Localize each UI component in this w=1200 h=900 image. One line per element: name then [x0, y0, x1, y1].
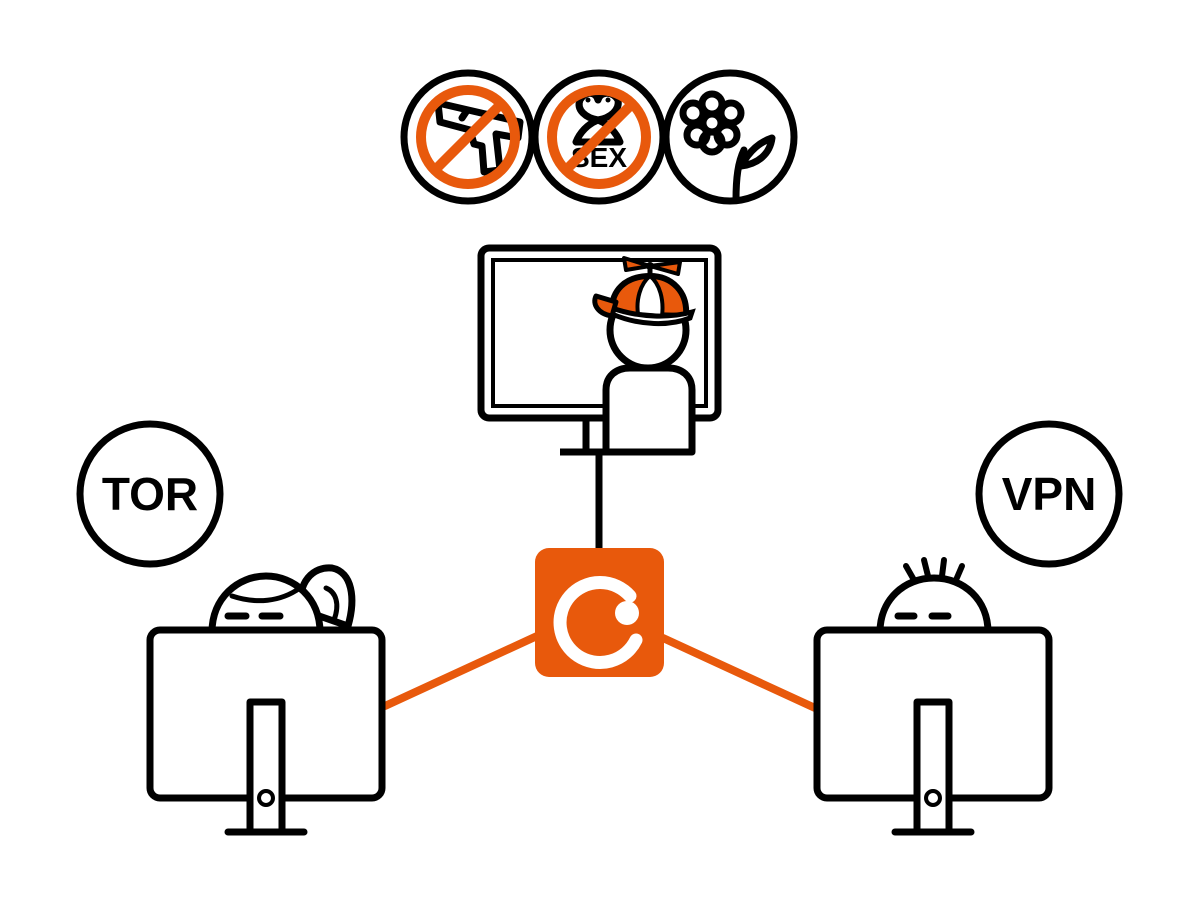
boy-spiky-hair-icon	[876, 557, 992, 636]
vpn-badge: VPN	[975, 420, 1123, 568]
content-filter-group: SEX	[400, 69, 798, 205]
blocked-sign-gun	[416, 85, 520, 189]
propeller-cap-icon	[592, 256, 696, 327]
flower-icon	[679, 90, 776, 204]
tor-badge: TOR	[76, 420, 224, 568]
tor-label: TOR	[102, 468, 198, 520]
girl-ponytail-icon	[208, 564, 356, 636]
vpn-label: VPN	[1002, 468, 1097, 520]
child-figure	[592, 256, 696, 456]
left-user-computer	[146, 626, 386, 836]
power-logo-icon	[553, 576, 643, 669]
hub-link-right	[659, 634, 819, 712]
right-user-computer	[813, 626, 1053, 836]
blocked-sign-adult	[547, 85, 651, 189]
hub-link-left	[381, 632, 541, 710]
filter-hub	[535, 548, 664, 677]
